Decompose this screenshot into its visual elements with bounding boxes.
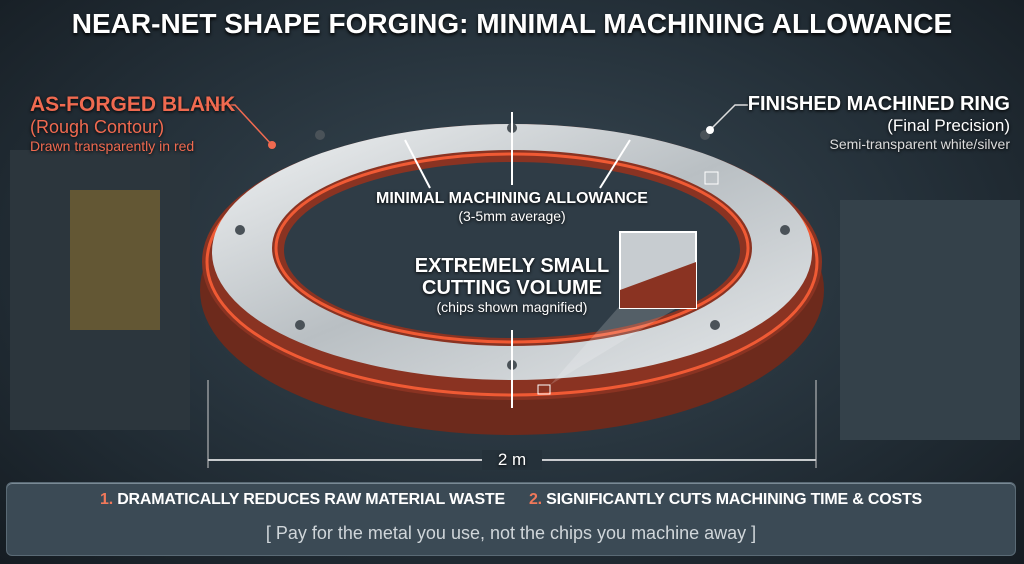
finished-ring-label: FINISHED MACHINED RING (Final Precision)…: [748, 93, 1010, 152]
finished-leader-dot: [706, 126, 714, 134]
page-title: NEAR-NET SHAPE FORGING: MINIMAL MACHININ…: [71, 8, 953, 39]
zoom-marker-bottom: [537, 384, 551, 395]
finished-leader-line: [709, 104, 748, 131]
allowance-heading: MINIMAL MACHINING ALLOWANCE: [376, 190, 648, 207]
dimension-label: 2 m: [482, 450, 542, 470]
cutting-heading-2: CUTTING VOLUME: [422, 277, 602, 299]
tagline: [ Pay for the metal you use, not the chi…: [265, 523, 757, 543]
lab-equipment-background: [840, 200, 1020, 440]
cutting-heading-1: EXTREMELY SMALL: [414, 255, 610, 277]
finished-note: Semi-transparent white/silver: [829, 136, 1010, 152]
benefit-1: 1. DRAMATICALLY REDUCES RAW MATERIAL WAS…: [100, 491, 505, 509]
blank-leader-line: [205, 104, 273, 146]
blank-sub: (Rough Contour): [30, 117, 165, 137]
magnify-beam: [550, 300, 690, 385]
allowance-arrow-right: [599, 139, 631, 189]
cutting-volume-label: EXTREMELY SMALL CUTTING VOLUME (chips sh…: [402, 255, 622, 315]
benefit-1-number: 1.: [100, 491, 113, 508]
benefit-1-text: DRAMATICALLY REDUCES RAW MATERIAL WASTE: [117, 491, 505, 508]
allowance-sub: (3-5mm average): [458, 208, 566, 224]
blank-leader-dot: [268, 141, 276, 149]
benefit-2-number: 2.: [528, 491, 542, 508]
benefits-panel: 1. DRAMATICALLY REDUCES RAW MATERIAL WAS…: [6, 482, 1016, 556]
cutting-sub: (chips shown magnified): [436, 299, 588, 315]
benefits-row: 1. DRAMATICALLY REDUCES RAW MATERIAL WAS…: [17, 491, 1005, 509]
as-forged-blank-label: AS-FORGED BLANK (Rough Contour) Drawn tr…: [30, 93, 235, 154]
benefit-2: 2. SIGNIFICANTLY CUTS MACHINING TIME & C…: [529, 491, 922, 509]
press-platen: [70, 190, 160, 330]
inset-blank-section: [620, 262, 696, 308]
finished-heading: FINISHED MACHINED RING: [747, 93, 1010, 115]
blank-heading: AS-FORGED BLANK: [30, 93, 236, 116]
allowance-arrow-left: [404, 139, 431, 189]
finished-sub: (Final Precision): [887, 116, 1010, 135]
zoom-marker-right: [704, 171, 719, 185]
allowance-label: MINIMAL MACHINING ALLOWANCE (3-5mm avera…: [362, 190, 662, 224]
benefit-2-text: SIGNIFICANTLY CUTS MACHINING TIME & COST…: [546, 491, 922, 508]
blank-note: Drawn transparently in red: [30, 138, 195, 154]
